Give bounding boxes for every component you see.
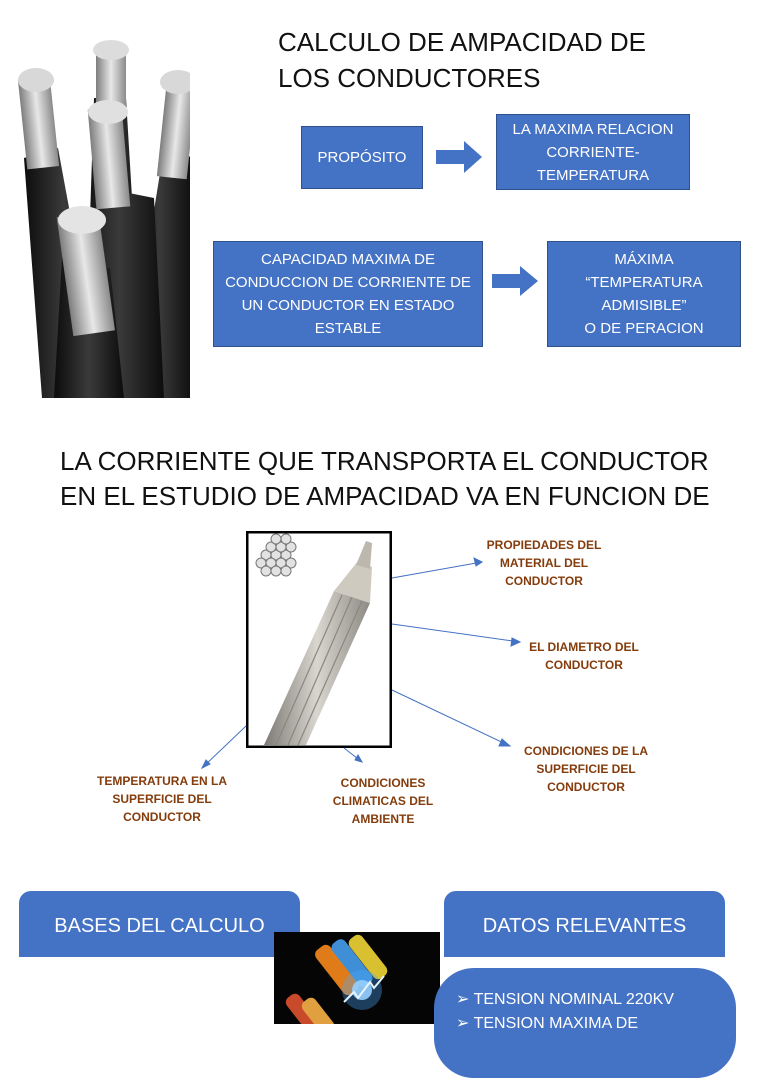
label-temperatura: TEMPERATURA EN LA SUPERFICIE DEL CONDUCT…: [97, 774, 227, 824]
electric-cables-photo: [274, 932, 440, 1024]
list-item: ➢ TENSION NOMINAL 220KV: [456, 991, 674, 1008]
cable-bundle-photo: [14, 38, 190, 400]
tab-datos-relevantes: DATOS RELEVANTES: [444, 891, 725, 961]
label-diametro: EL DIAMETRO DEL CONDUCTOR: [529, 640, 639, 672]
page-title-top: CALCULO DE AMPACIDAD DE LOS CONDUCTORES: [278, 27, 646, 93]
tab-bases-label: BASES DEL CALCULO: [54, 914, 265, 937]
tab-datos-label: DATOS RELEVANTES: [482, 914, 687, 937]
label-propiedades: PROPIEDADES DEL MATERIAL DEL CONDUCTOR: [486, 538, 602, 588]
box-proposito: PROPÓSITO: [301, 126, 423, 189]
datos-relevantes-panel: ➢ TENSION NOMINAL 220KV ➢ TENSION MAXIMA…: [434, 968, 736, 1078]
section-title-corriente: LA CORRIENTE QUE TRANSPORTA EL CONDUCTOR…: [60, 446, 710, 511]
box-maxima: MÁXIMA “TEMPERATURA ADMISIBLE” O DE PERA…: [547, 241, 741, 347]
list-item: ➢ TENSION MAXIMA DE: [456, 1015, 639, 1032]
conductor-photo: [246, 531, 392, 748]
box-relacion: LA MAXIMA RELACION CORRIENTE- TEMPERATUR…: [496, 114, 690, 190]
box-capacidad: CAPACIDAD MAXIMA DE CONDUCCION DE CORRIE…: [213, 241, 483, 347]
label-superficie: CONDICIONES DE LA SUPERFICIE DEL CONDUCT…: [523, 744, 648, 794]
bullet-arrow-icon: ➢: [456, 991, 474, 1008]
label-climaticas: CONDICIONES CLIMATICAS DEL AMBIENTE: [332, 776, 434, 826]
arrow-right-icon: [436, 141, 482, 173]
arrow-right-icon: [492, 266, 538, 296]
tab-bases-del-calculo: BASES DEL CALCULO: [19, 891, 300, 961]
